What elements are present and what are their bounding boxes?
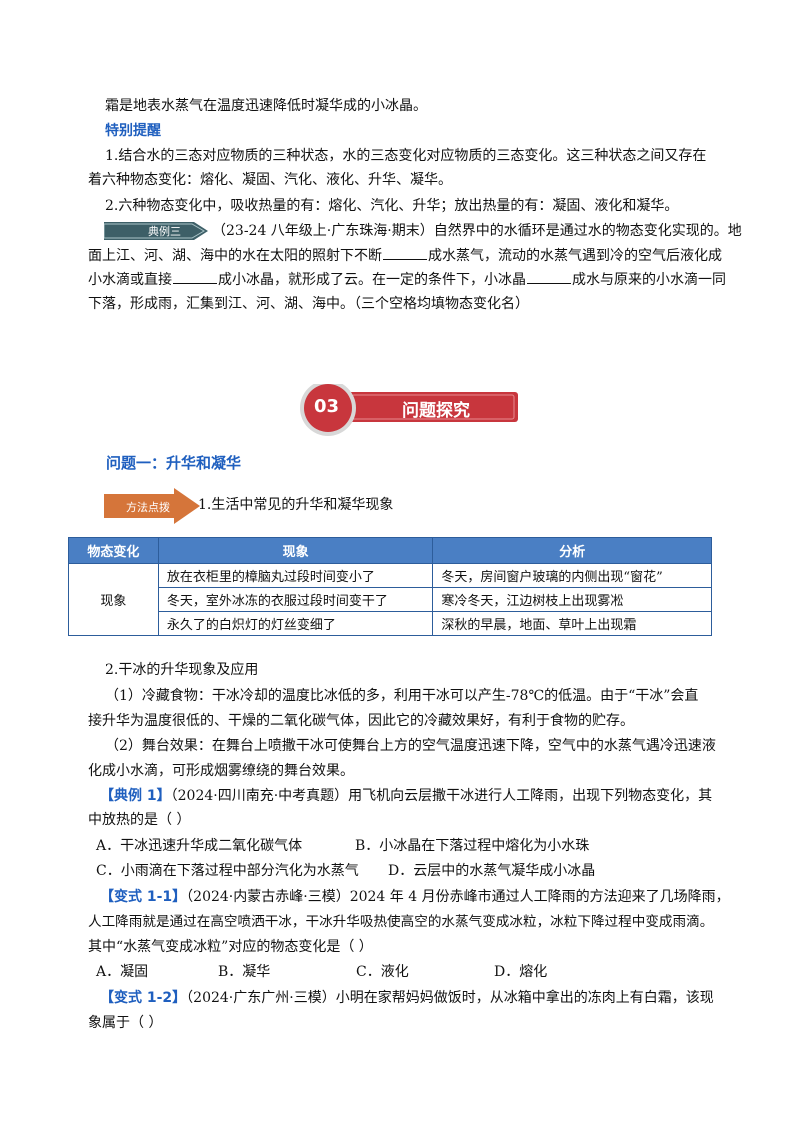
table-row: 现象 放在衣柜里的樟脑丸过段时间变小了 冬天，房间窗户玻璃的内侧出现“窗花” bbox=[68, 563, 712, 636]
example1-option-d[interactable]: D．云层中的水蒸气凝华成小冰晶 bbox=[388, 863, 596, 879]
reminder-2: 2.六种物态变化中，吸收热量的有：熔化、汽化、升华；放出热量的有：凝固、液化和凝… bbox=[105, 198, 679, 214]
example3-line1: （23-24 八年级上·广东珠海·期末）自然界中的水循环是通过水的物态变化实现的… bbox=[212, 223, 742, 239]
variant11-label: 【变式 1-1】 bbox=[100, 889, 187, 905]
reminder-1a: 1.结合水的三态对应物质的三种状态，水的三态变化对应物质的三态变化。这三种状态之… bbox=[105, 148, 707, 164]
example3-line2a: 面上江、河、湖、海中的水在太阳的照射下不断 bbox=[88, 248, 382, 264]
method-tag-label: 方法点拨 bbox=[126, 501, 170, 514]
section-header: 03 问题探究 bbox=[296, 380, 526, 440]
table-cell: 深秋的早晨，地面、草叶上出现霜 bbox=[432, 611, 712, 636]
variant12-q1: （2024·广东广州·三模）小明在家帮妈妈做饭时，从冰箱中拿出的冻肉上有白霜，该… bbox=[186, 990, 714, 1006]
variant12-line1: 【变式 1-2】（2024·广东广州·三模）小明在家帮妈妈做饭时，从冰箱中拿出的… bbox=[100, 988, 714, 1008]
example1-q2: 中放热的是（ ） bbox=[88, 812, 191, 828]
frost-text: 霜是地表水蒸气在温度迅速降低时凝华成的小冰晶。 bbox=[105, 98, 427, 114]
example3-line2: 面上江、河、湖、海中的水在太阳的照射下不断 成水蒸气，流动的水蒸气遇到冷的空气后液… bbox=[88, 245, 722, 266]
table-header: 现象 bbox=[157, 537, 434, 564]
variant11-line1: 【变式 1-1】（2024·内蒙古赤峰·三模）2024 年 4 月份赤峰市通过人… bbox=[100, 887, 730, 907]
table-header: 分析 bbox=[432, 537, 712, 564]
variant11-option-c[interactable]: C．液化 bbox=[356, 964, 409, 980]
variant11-q1: （2024·内蒙古赤峰·三模）2024 年 4 月份赤峰市通过人工降雨的方法迎来… bbox=[186, 889, 730, 905]
table-cell: 冬天，房间窗户玻璃的内侧出现“窗花” bbox=[432, 563, 712, 588]
example3-line2b: 成水蒸气，流动的水蒸气遇到冷的空气后液化成 bbox=[428, 248, 722, 264]
variant12-q2: 象属于（ ） bbox=[88, 1015, 163, 1031]
example3-line3c: 成水与原来的小水滴一同 bbox=[572, 272, 726, 288]
reminder-1b: 着六种物态变化：熔化、凝固、汽化、液化、升华、凝华。 bbox=[88, 172, 452, 188]
dryice-p2b: 化成小水滴，可形成烟雾缭绕的舞台效果。 bbox=[88, 763, 354, 779]
example1-q1: （2024·四川南充·中考真题）用飞机向云层撒干冰进行人工降雨，出现下列物态变化… bbox=[170, 788, 713, 804]
variant11-q2: 人工降雨就是通过在高空喷洒干冰，干冰升华吸热使高空的水蒸气变成冰粒，冰粒下降过程… bbox=[88, 914, 714, 930]
table-header-row: 物态变化 现象 分析 bbox=[68, 537, 712, 564]
variant11-option-b[interactable]: B．凝华 bbox=[218, 964, 271, 980]
table-row-label: 现象 bbox=[68, 563, 159, 636]
reminder-title: 特别提醒 bbox=[105, 123, 161, 139]
table-cell: 冬天，室外冰冻的衣服过段时间变干了 bbox=[157, 587, 434, 612]
example3-line4: 下落，形成雨，汇集到江、河、湖、海中。（三个空格均填物态变化名） bbox=[88, 296, 529, 312]
example-tag-shape bbox=[104, 222, 208, 240]
section-header-graphic bbox=[300, 380, 518, 436]
phenomena-table: 物态变化 现象 分析 现象 放在衣柜里的樟脑丸过段时间变小了 冬天，房间窗户玻璃… bbox=[68, 537, 712, 636]
example3-line3a: 小水滴或直接 bbox=[88, 272, 172, 288]
answer-blank-2[interactable] bbox=[173, 269, 217, 284]
example1-option-a[interactable]: A．干冰迅速升华成二氧化碳气体 bbox=[96, 838, 303, 854]
dryice-p1a: （1）冷藏食物：干冰冷却的温度比冰低的多，利用干冰可以产生-78℃的低温。由于“… bbox=[105, 688, 699, 704]
table-cell: 放在衣柜里的樟脑丸过段时间变小了 bbox=[157, 563, 434, 588]
example3-line3b: 成小冰晶，就形成了云。在一定的条件下，小冰晶 bbox=[218, 272, 526, 288]
dryice-p2a: （2）舞台效果：在舞台上喷撒干冰可使舞台上方的空气温度迅速下降，空气中的水蒸气遇… bbox=[105, 738, 716, 754]
answer-blank-3[interactable] bbox=[527, 269, 571, 284]
example-tag: 典例三 bbox=[104, 218, 208, 244]
method-tag-shape bbox=[104, 488, 200, 524]
example1-option-c[interactable]: C．小雨滴在下落过程中部分汽化为水蒸气 bbox=[96, 863, 359, 879]
variant12-label: 【变式 1-2】 bbox=[100, 990, 187, 1006]
answer-blank-1[interactable] bbox=[383, 245, 427, 260]
table-row: 永久了的白炽灯的灯丝变细了 深秋的早晨，地面、草叶上出现霜 bbox=[69, 611, 712, 636]
variant11-q3: 其中“水蒸气变成冰粒”对应的物态变化是（ ） bbox=[88, 939, 373, 955]
section-title: 问题探究 bbox=[402, 401, 470, 421]
table-cell: 寒冷冬天，江边树枝上出现雾凇 bbox=[432, 587, 712, 612]
example1-line1: 【典例 1】（2024·四川南充·中考真题）用飞机向云层撒干冰进行人工降雨，出现… bbox=[100, 786, 712, 806]
example-tag-label: 典例三 bbox=[148, 225, 181, 238]
example3-line3: 小水滴或直接 成小冰晶，就形成了云。在一定的条件下，小冰晶 成水与原来的小水滴一同 bbox=[88, 269, 726, 290]
method-heading: 1.生活中常见的升华和凝华现象 bbox=[198, 497, 394, 513]
table-cell: 永久了的白炽灯的灯丝变细了 bbox=[157, 611, 434, 636]
example1-label: 【典例 1】 bbox=[100, 788, 171, 804]
example1-option-b[interactable]: B．小冰晶在下落过程中熔化为小水珠 bbox=[355, 838, 590, 854]
variant11-option-d[interactable]: D．熔化 bbox=[494, 964, 548, 980]
dryice-p1b: 接升华为温度很低的、干燥的二氧化碳气体，因此它的冷藏效果好，有利于食物的贮存。 bbox=[88, 713, 634, 729]
table-row: 冬天，室外冰冻的衣服过段时间变干了 寒冷冬天，江边树枝上出现雾凇 bbox=[69, 587, 712, 612]
table-header: 物态变化 bbox=[68, 537, 159, 564]
method-tag: 方法点拨 bbox=[104, 488, 200, 524]
variant11-option-a[interactable]: A．凝固 bbox=[96, 964, 149, 980]
section-number: 03 bbox=[314, 396, 340, 417]
problem-title: 问题一：升华和凝华 bbox=[106, 454, 242, 472]
dryice-title: 2.干冰的升华现象及应用 bbox=[105, 662, 259, 678]
